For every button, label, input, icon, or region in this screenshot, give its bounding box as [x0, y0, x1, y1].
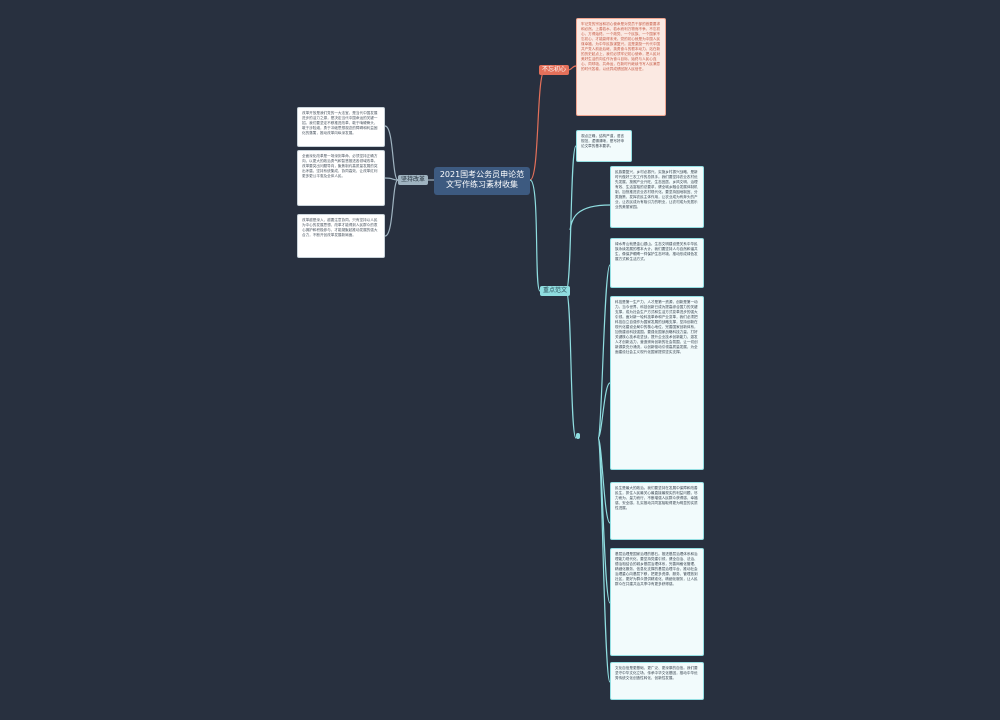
link-red-card	[567, 65, 577, 71]
red-card[interactable]: 牢记党的宗旨和初心使命是对党员干部的首要要求和必然。上善若水，若水而利万物而不争…	[576, 18, 666, 116]
teal-card-4-text: 民生是最大的政治。我们要坚持在发展中保障和改善民生，抓住人民最关心最直接最现实的…	[615, 486, 698, 510]
teal-card-1-text: 民族要复兴，乡村必振兴。实施乡村振兴战略，是新时代做好三农工作的总抓手。我们要坚…	[615, 170, 698, 209]
left-card-2[interactable]: 全面深化改革是一场深刻革命，必须坚持正确方向，以更大的政治勇气和智慧推进各领域改…	[297, 150, 385, 206]
left-card-1-text: 改革开放是我们党的一大法宝，是当代中国发展进步的活力之源，是决定当代中国命运的关…	[302, 111, 378, 135]
teal-card-5[interactable]: 基层治理是国家治理的基石。推进基层治理体系和治理能力现代化，要坚持党建引领，健全…	[610, 548, 704, 656]
teal-intro-card[interactable]: 观点正确，结构严谨，语言规范，逻辑清晰，是写好申论文章的基本要求。	[576, 130, 632, 162]
link-left-card-2	[384, 177, 399, 181]
branch-label-teal[interactable]: 重点范文	[540, 286, 571, 296]
teal-card-3[interactable]: 科技是第一生产力，人才是第一资源，创新是第一动力。当今世界，科技创新已成为提高综…	[610, 296, 704, 470]
link-teal-card-6	[597, 437, 611, 683]
teal-card-3-text: 科技是第一生产力，人才是第一资源，创新是第一动力。当今世界，科技创新已成为提高综…	[615, 300, 698, 354]
left-card-3[interactable]: 改革越是深入，越要注意协同。只有坚持以人民为中心的发展思想，改革才能得到人民群众…	[297, 214, 385, 258]
link-root-red	[529, 69, 546, 181]
link-teal-card-1	[569, 204, 611, 231]
teal-card-1[interactable]: 民族要复兴，乡村必振兴。实施乡村振兴战略，是新时代做好三农工作的总抓手。我们要坚…	[610, 166, 704, 228]
link-teal-main	[565, 290, 577, 439]
link-teal-card-3	[597, 382, 611, 439]
teal-card-2-text: 绿水青山就是金山银山。生态文明建设是关系中华民族永续发展的根本大计。我们要坚持人…	[615, 242, 698, 261]
branch-label-left-text: 坚持改革	[401, 176, 426, 183]
teal-sub-label[interactable]: ​	[576, 433, 580, 439]
left-card-1[interactable]: 改革开放是我们党的一大法宝，是当代中国发展进步的活力之源，是决定当代中国命运的关…	[297, 107, 385, 147]
branch-label-teal-text: 重点范文	[543, 287, 568, 294]
teal-card-2[interactable]: 绿水青山就是金山银山。生态文明建设是关系中华民族永续发展的根本大计。我们要坚持人…	[610, 238, 704, 288]
branch-label-red-text: 不忘初心	[542, 66, 567, 73]
red-card-text: 牢记党的宗旨和初心使命是对党员干部的首要要求和必然。上善若水，若水而利万物而不争…	[581, 22, 661, 71]
link-root-teal	[529, 179, 541, 292]
branch-label-red[interactable]: 不忘初心	[539, 65, 570, 75]
link-teal-intro	[565, 145, 577, 292]
teal-card-5-text: 基层治理是国家治理的基石。推进基层治理体系和治理能力现代化，要坚持党建引领，健全…	[615, 552, 698, 586]
left-card-3-text: 改革越是深入，越要注意协同。只有坚持以人民为中心的发展思想，改革才能得到人民群众…	[302, 218, 378, 237]
teal-card-6-text: 文化自信是更基础、更广泛、更深厚的自信。我们要坚守中华文化立场，传承中华文化基因…	[615, 666, 698, 680]
root-topic[interactable]: 2021国考公务员申论范文写作练习素材收集	[434, 167, 530, 195]
root-topic-title: 2021国考公务员申论范文写作练习素材收集	[439, 170, 525, 189]
branch-label-left[interactable]: 坚持改革	[398, 175, 429, 185]
teal-card-6[interactable]: 文化自信是更基础、更广泛、更深厚的自信。我们要坚守中华文化立场，传承中华文化基因…	[610, 662, 704, 700]
left-card-2-text: 全面深化改革是一场深刻革命，必须坚持正确方向，以更大的政治勇气和智慧推进各领域改…	[302, 154, 378, 178]
teal-intro-text: 观点正确，结构严谨，语言规范，逻辑清晰，是写好申论文章的基本要求。	[581, 134, 625, 148]
link-teal-card-2	[597, 264, 611, 439]
link-left-card-1	[384, 125, 399, 181]
teal-card-4[interactable]: 民生是最大的政治。我们要坚持在发展中保障和改善民生，抓住人民最关心最直接最现实的…	[610, 482, 704, 540]
link-left-card-3	[384, 179, 399, 237]
